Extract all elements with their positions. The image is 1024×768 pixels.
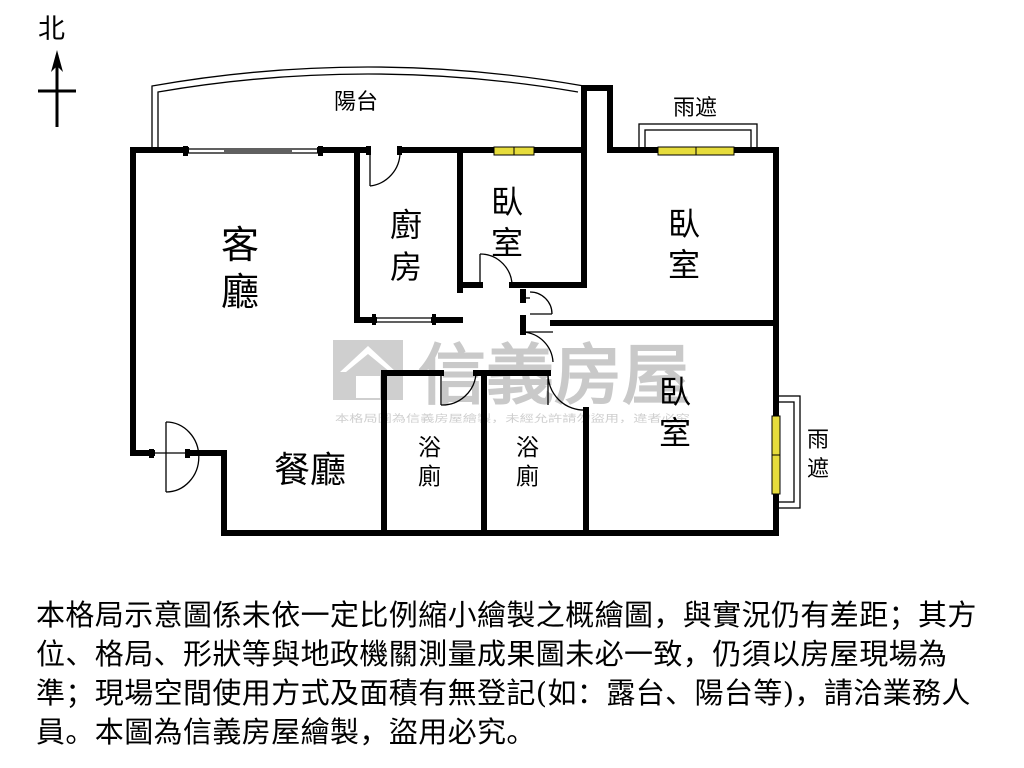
door-entrance (149, 421, 200, 493)
watermark: 信義房屋 本格局圖為信義房屋繪製，未經允許請勿盜用，違者必究 (333, 337, 690, 425)
label-bedroom-small-2: 室 (491, 224, 523, 262)
label-canopy-right-1: 雨 (807, 428, 829, 453)
walls (130, 85, 779, 536)
label-bedroom-se-1: 臥 (659, 373, 691, 411)
label-bath-1-2: 廁 (418, 464, 441, 490)
window-bedroom-se (771, 415, 781, 495)
label-dining: 餐廳 (274, 450, 346, 491)
doors (149, 146, 587, 493)
label-living-2: 廳 (221, 270, 259, 314)
door-bath-1 (440, 373, 477, 406)
window-bedroom-ne (657, 146, 735, 156)
label-bedroom-ne-2: 室 (668, 246, 700, 284)
compass-north-label: 北 (38, 14, 65, 45)
sliding-window-kitchen (372, 314, 436, 325)
watermark-brand: 信義房屋 (418, 337, 690, 414)
door-kitchen-balcony (366, 146, 402, 187)
label-canopy-right-2: 遮 (807, 457, 829, 482)
label-bath-1-1: 浴 (418, 435, 441, 461)
label-bath-2-1: 浴 (516, 435, 539, 461)
label-balcony: 陽台 (334, 90, 378, 115)
room-labels: 陽台 雨遮 客 廳 廚 房 臥 室 臥 室 臥 室 浴 廁 浴 廁 餐廳 雨 遮 (221, 90, 829, 491)
window-bedroom-small (493, 146, 535, 156)
door-corridor (523, 291, 553, 315)
door-bedroom-small (479, 253, 513, 288)
label-living-1: 客 (221, 223, 259, 267)
floor-plan: 信義房屋 本格局圖為信義房屋繪製，未經允許請勿盜用，違者必究 北 (38, 14, 829, 536)
watermark-notice: 本格局圖為信義房屋繪製，未經允許請勿盜用，違者必究 (335, 412, 690, 425)
label-canopy-top: 雨遮 (673, 96, 717, 121)
door-bedroom-se (522, 331, 554, 363)
door-bath-2 (547, 372, 587, 411)
windows (183, 146, 781, 495)
balcony-outline (151, 66, 585, 150)
sliding-window-balcony (183, 146, 323, 156)
label-bedroom-se-2: 室 (659, 414, 691, 452)
label-bedroom-ne-1: 臥 (668, 205, 700, 243)
disclaimer-text: 本格局示意圖係未依一定比例縮小繪製之概繪圖，與實況仍有差距；其方位、格局、形狀等… (36, 598, 977, 749)
label-bedroom-small-1: 臥 (491, 183, 523, 221)
north-compass: 北 (38, 14, 76, 127)
label-kitchen-1: 廚 (390, 206, 422, 244)
label-kitchen-2: 房 (390, 248, 422, 286)
label-bath-2-2: 廁 (516, 464, 539, 490)
